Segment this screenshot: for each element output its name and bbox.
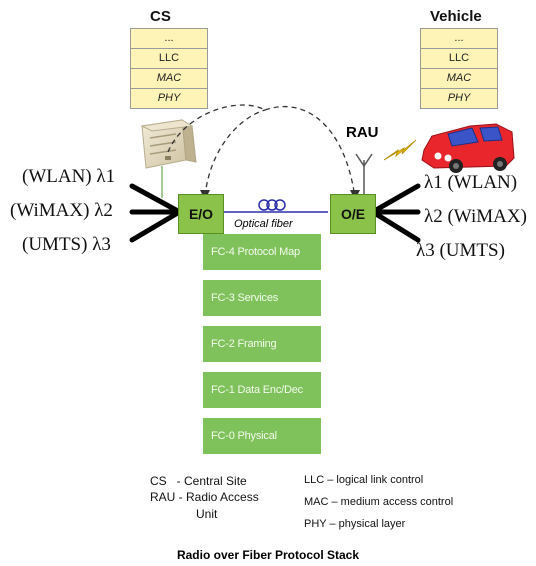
vehicle-protocol-stack: ... LLC MAC PHY — [420, 28, 498, 109]
eo-converter: E/O — [178, 194, 224, 234]
left-band-wlan: (WLAN) λ1 — [22, 166, 116, 187]
fiber-coil-icon — [258, 199, 286, 211]
left-band-wimax: (WiMAX) λ2 — [10, 200, 113, 221]
fc4-protocol-map-layer: FC-4 Protocol Map — [203, 234, 321, 270]
wireless-link-icon — [383, 139, 417, 161]
left-band-arrows — [129, 183, 179, 243]
vehicle-stack-title: Vehicle — [430, 8, 482, 25]
rau-dashed-link — [264, 105, 356, 199]
optical-fiber-label: Optical fiber — [234, 218, 293, 230]
fc0-physical-layer: FC-0 Physical — [203, 418, 321, 454]
fc1-data-enc-dec-layer: FC-1 Data Enc/Dec — [203, 372, 321, 408]
vehicle-layer-llc: LLC — [421, 49, 497, 69]
legend-mac: MAC – medium access control — [304, 496, 454, 508]
vehicle-layer-mac: MAC — [421, 69, 497, 89]
car-icon — [421, 123, 515, 173]
oe-converter: O/E — [330, 194, 376, 234]
right-band-umts: λ3 (UMTS) — [416, 240, 505, 261]
legend-rau-line2: Unit — [196, 507, 218, 521]
eo-dashed-link — [204, 109, 266, 197]
server-icon — [140, 119, 197, 169]
rau-label: RAU — [346, 124, 379, 141]
right-band-wlan: λ1 (WLAN) — [424, 172, 518, 193]
cs-layer-llc: LLC — [131, 49, 207, 69]
antenna-icon — [355, 153, 373, 200]
fc3-services-layer: FC-3 Services — [203, 280, 321, 316]
vehicle-layer-upper: ... — [421, 29, 497, 49]
cs-protocol-stack: ... LLC MAC PHY — [130, 28, 208, 109]
legend-llc: LLC – logical link control — [304, 474, 424, 486]
cs-layer-phy: PHY — [157, 92, 181, 104]
diagram-caption: Radio over Fiber Protocol Stack — [176, 548, 360, 562]
vehicle-layer-phy: PHY — [447, 92, 471, 104]
cs-dashed-link — [167, 104, 266, 153]
right-band-wimax: λ2 (WiMAX) — [424, 206, 527, 227]
legend-phy: PHY – physical layer — [304, 518, 406, 530]
right-band-arrows — [373, 183, 421, 243]
fc2-framing-layer: FC-2 Framing — [203, 326, 321, 362]
legend-cs: CS - Central Site — [150, 474, 247, 488]
left-band-umts: (UMTS) λ3 — [22, 234, 111, 255]
cs-layer-upper: ... — [131, 29, 207, 49]
legend-rau-line1: RAU - Radio Access — [150, 490, 259, 504]
cs-layer-mac: MAC — [131, 69, 207, 89]
cs-stack-title: CS — [150, 8, 171, 25]
